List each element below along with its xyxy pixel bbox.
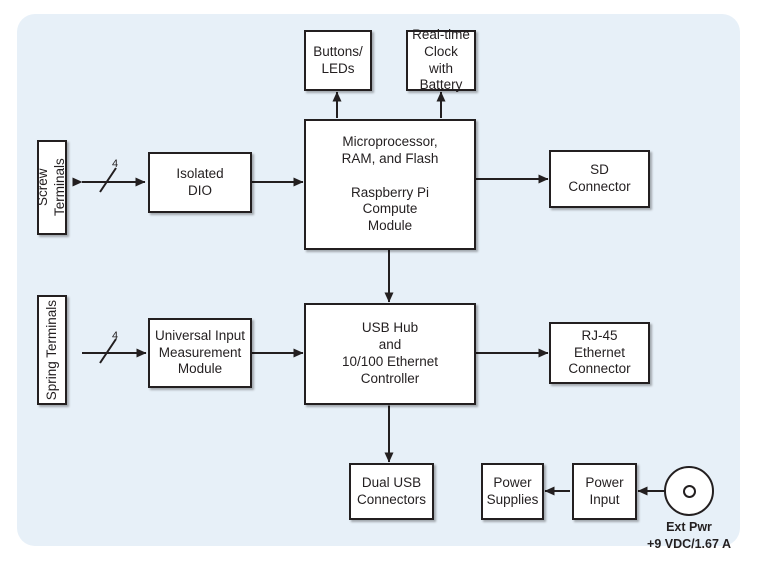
block-dual-usb-connectors[interactable]: Dual USB Connectors	[349, 463, 434, 520]
block-power-input[interactable]: Power Input	[572, 463, 637, 520]
realtime-clock-label: Real-time Clock with Battery	[412, 26, 470, 93]
block-realtime-clock[interactable]: Real-time Clock with Battery	[406, 27, 476, 92]
block-sd-connector[interactable]: SD Connector	[549, 150, 650, 208]
isolated-dio-label: Isolated DIO	[176, 165, 224, 198]
universal-input-label: Universal Input Measurement Module	[154, 327, 246, 377]
block-spring-terminals[interactable]: Spring Terminals	[37, 295, 67, 405]
dual-usb-label: Dual USB Connectors	[356, 474, 427, 507]
block-universal-input-measurement-module[interactable]: Universal Input Measurement Module	[148, 318, 252, 388]
block-buttons-leds[interactable]: Buttons/ LEDs	[304, 30, 372, 91]
screw-terminals-label: Screw Terminals	[35, 158, 67, 217]
buttons-leds-label: Buttons/ LEDs	[313, 43, 363, 76]
jack-pin-icon	[682, 484, 696, 498]
bus-label-input: 4	[112, 330, 119, 342]
power-input-label: Power Input	[585, 474, 624, 507]
sd-connector-label: SD Connector	[568, 162, 631, 194]
usb-hub-label: USB Hub and 10/100 Ethernet Controller	[341, 320, 439, 386]
diagram-background-panel	[17, 14, 740, 546]
ext-power-jack-icon	[664, 466, 714, 516]
microprocessor-label: Microprocessor, RAM, and Flash Raspberry…	[341, 133, 439, 234]
rj45-label: RJ-45 Ethernet Connector	[568, 327, 631, 377]
spring-terminals-label: Spring Terminals	[43, 299, 59, 401]
block-usb-hub-ethernet-controller[interactable]: USB Hub and 10/100 Ethernet Controller	[304, 303, 476, 405]
block-microprocessor[interactable]: Microprocessor, RAM, and Flash Raspberry…	[304, 119, 476, 250]
block-isolated-dio[interactable]: Isolated DIO	[148, 152, 252, 213]
block-rj45-ethernet-connector[interactable]: RJ-45 Ethernet Connector	[549, 322, 650, 384]
bus-label-dio: 4	[112, 158, 119, 170]
ext-power-caption: Ext Pwr +9 VDC/1.67 A	[647, 520, 731, 551]
power-supplies-label: Power Supplies	[486, 474, 539, 507]
block-power-supplies[interactable]: Power Supplies	[481, 463, 544, 520]
block-screw-terminals[interactable]: Screw Terminals	[35, 140, 67, 235]
